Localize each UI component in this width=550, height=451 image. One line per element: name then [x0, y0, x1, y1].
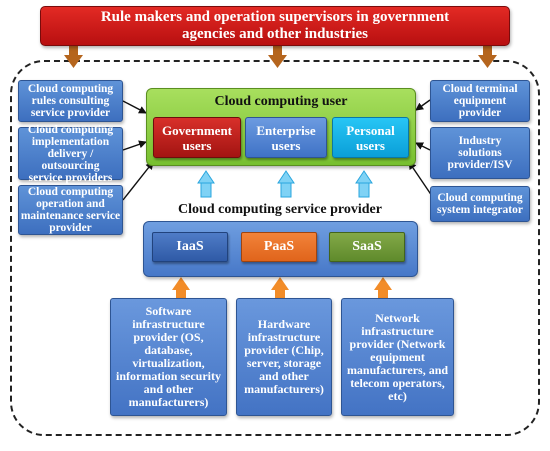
personal-users-line-2: users — [356, 137, 385, 153]
hardware-line-5: and other — [259, 369, 309, 383]
left-box-rules-consulting: Cloud computing rules consulting service… — [18, 80, 123, 122]
right-box-3-line-2: system integrator — [437, 204, 523, 216]
software-line-6: information security — [116, 369, 221, 383]
government-users-box: Government users — [153, 117, 241, 158]
provider-title: Cloud computing service provider — [178, 202, 382, 217]
top-banner: Rule makers and operation supervisors in… — [40, 6, 510, 46]
left-box-3-line-4: provider — [49, 222, 92, 234]
network-line-6: telecom operators, — [350, 375, 445, 390]
banner-line-1: Rule makers and operation supervisors in… — [100, 9, 450, 25]
left-box-2-line-1: Cloud computing — [27, 123, 114, 136]
right-box-terminal-equipment: Cloud terminal equipment provider — [430, 80, 530, 122]
enterprise-users-line-1: Enterprise — [256, 122, 316, 138]
network-line-5: manufacturers, and — [346, 362, 449, 377]
government-users-line-2: users — [182, 137, 212, 153]
software-infrastructure-box: Software infrastructure provider (OS, da… — [110, 298, 227, 416]
network-line-4: equipment — [370, 349, 425, 364]
government-users-line-1: Government — [161, 122, 233, 138]
network-infrastructure-box: Network infrastructure provider (Network… — [341, 298, 454, 416]
personal-users-line-1: Personal — [346, 122, 395, 138]
paas-box: PaaS — [241, 232, 317, 262]
right-box-system-integrator: Cloud computing system integrator — [430, 186, 530, 222]
left-box-2-line-4: service providers — [28, 171, 113, 184]
hardware-line-2: infrastructure — [247, 330, 321, 344]
right-box-1-line-3: provider — [458, 107, 502, 119]
enterprise-users-line-2: users — [271, 137, 301, 153]
right-box-2-line-2: solutions — [458, 147, 502, 159]
right-box-2-line-3: provider/ISV — [447, 159, 513, 171]
software-line-3: provider (OS, — [133, 330, 204, 344]
right-box-1-line-2: equipment — [453, 95, 507, 107]
software-line-5: virtualization, — [132, 356, 205, 370]
left-box-2-line-3: delivery / outsourcing — [41, 147, 100, 172]
software-line-8: manufacturers) — [128, 395, 209, 409]
right-box-3-line-1: Cloud computing — [437, 192, 523, 204]
software-line-7: and other — [143, 382, 194, 396]
left-box-1-line-3: service provider — [30, 107, 111, 119]
hardware-line-4: server, storage — [246, 356, 322, 370]
banner-line-2: agencies and other industries — [182, 26, 368, 42]
software-line-1: Software — [145, 304, 192, 318]
left-box-implementation-delivery: Cloud computing implementation delivery … — [18, 123, 123, 184]
enterprise-users-box: Enterprise users — [245, 117, 327, 158]
left-box-operation-maintenance: Cloud computing operation and maintenanc… — [18, 185, 123, 235]
left-box-3-line-3: maintenance service — [20, 210, 121, 222]
hardware-line-3: provider (Chip, — [244, 343, 324, 357]
network-line-7: etc) — [388, 388, 407, 403]
hardware-line-6: manufacturers) — [244, 382, 324, 396]
personal-users-box: Personal users — [332, 117, 409, 158]
hardware-infrastructure-box: Hardware infrastructure provider (Chip, … — [236, 298, 332, 416]
right-box-industry-solutions: Industry solutions provider/ISV — [430, 127, 530, 179]
network-line-2: infrastructure — [361, 323, 434, 338]
network-line-1: Network — [375, 310, 420, 325]
right-box-1-line-1: Cloud terminal — [442, 83, 518, 95]
network-line-3: provider (Network — [349, 336, 446, 351]
saas-box: SaaS — [329, 232, 405, 262]
right-box-2-line-1: Industry — [458, 135, 502, 147]
left-box-3-line-2: operation and — [36, 198, 105, 210]
software-line-2: infrastructure — [132, 317, 205, 331]
hardware-line-1: Hardware — [257, 317, 311, 331]
left-box-1-line-1: Cloud computing — [27, 83, 114, 95]
left-box-3-line-1: Cloud computing — [27, 186, 114, 198]
user-panel-title: Cloud computing user — [214, 94, 348, 109]
software-line-4: database, — [144, 343, 193, 357]
iaas-box: IaaS — [152, 232, 228, 262]
left-box-2-line-2: implementation — [31, 135, 110, 148]
left-box-1-line-2: rules consulting — [31, 95, 110, 107]
